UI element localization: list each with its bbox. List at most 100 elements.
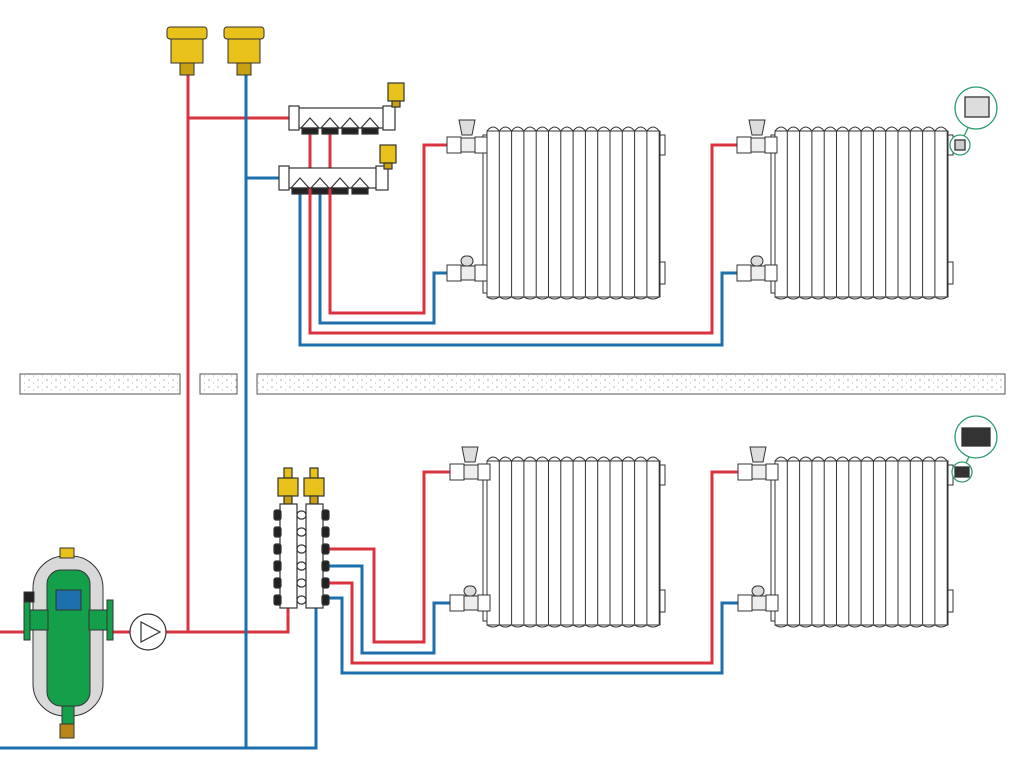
radiator-section [823, 126, 837, 300]
radiator-section [774, 126, 788, 300]
radiator-section [934, 126, 948, 300]
radiator-section [934, 456, 948, 628]
radiator-section [836, 126, 850, 300]
air-vent-base [391, 100, 401, 108]
valve-body [751, 595, 767, 611]
radiator-section [585, 456, 599, 628]
radiator-section [799, 456, 813, 628]
thermostatic-valve-icon [446, 119, 488, 154]
manifold-link [296, 544, 307, 554]
valve-union [477, 463, 491, 481]
manifold-link [296, 527, 307, 537]
radiator-section [873, 126, 887, 300]
radiator-section [774, 456, 788, 628]
valve-body [750, 137, 766, 153]
valve-nut [736, 136, 752, 154]
radiator-section [909, 456, 924, 628]
radiator-section [560, 456, 574, 628]
radiator-plug [659, 464, 666, 486]
lockshield-valve-icon [737, 585, 779, 612]
air-vent-icon [379, 144, 397, 164]
radiator-section [486, 456, 500, 628]
valve-body [751, 464, 767, 480]
radiator-section [535, 126, 549, 300]
pump-icon [129, 613, 167, 651]
radiator-section [621, 456, 636, 628]
outlet-nut [273, 594, 282, 606]
outlet-nut [321, 560, 330, 572]
valve-body [460, 265, 476, 281]
floor-slab [19, 373, 1006, 395]
radiator-section [609, 126, 623, 300]
radiator-section [909, 126, 924, 300]
thermostatic-valve-icon [736, 119, 778, 154]
radiator-section [897, 456, 911, 628]
valve-head [748, 119, 766, 136]
radiator-section [548, 126, 562, 300]
radiator-section [621, 126, 636, 300]
manifold-end [278, 165, 290, 191]
valve-union [764, 136, 778, 154]
valve-body [463, 595, 479, 611]
radiator-section [786, 126, 801, 300]
valve-union [764, 264, 778, 282]
radiator-section [885, 126, 899, 300]
outlet-nut [321, 526, 330, 538]
vertical-manifold-icon [273, 467, 330, 609]
radiator-section [498, 456, 513, 628]
outlet-nut [291, 187, 309, 195]
outlet-nut [273, 543, 282, 555]
manifold-link [296, 561, 307, 571]
lockshield-valve-icon [736, 255, 778, 282]
air-vent-base [383, 162, 393, 170]
valve-union [765, 463, 779, 481]
valve-nut [446, 136, 462, 154]
hydraulic-separator-icon [23, 547, 114, 739]
radiator-icon [482, 456, 666, 628]
radiator-section [885, 456, 899, 628]
radiator-section [535, 456, 549, 628]
outlet-nut [273, 526, 282, 538]
return-pipes [0, 75, 738, 750]
valve-cap [751, 585, 765, 597]
radiator-section [511, 456, 525, 628]
valve-union [477, 594, 491, 612]
outlet-nut [361, 127, 379, 135]
valve-nut [736, 264, 752, 282]
valve-body [460, 137, 476, 153]
manifold-link [296, 595, 307, 605]
outlet-nut [351, 187, 369, 195]
radiator-plug [947, 261, 954, 285]
outlet-nut [321, 577, 330, 589]
outlet-nut [321, 594, 330, 606]
radiator-section [560, 126, 574, 300]
radiator-section [786, 456, 801, 628]
manifold-end [382, 105, 396, 131]
valve-nut [449, 594, 465, 612]
radiator-section [860, 126, 874, 300]
radiator-side [482, 134, 488, 294]
lockshield-valve-icon [449, 585, 491, 612]
detail-magnifier-icon [949, 86, 998, 483]
valve-body [463, 464, 479, 480]
radiator-section [799, 126, 813, 300]
outlet-nut [321, 127, 339, 135]
valve-nut [446, 264, 462, 282]
outlet-nut [311, 187, 329, 195]
valve-cap [750, 255, 764, 267]
radiator-plug [947, 589, 954, 613]
radiator-section [646, 126, 660, 300]
valve-nut [737, 594, 753, 612]
manifold-end [288, 105, 300, 131]
valve-head [458, 119, 476, 136]
outlet-nut [321, 509, 330, 521]
radiator-section [860, 456, 874, 628]
radiator-icon [770, 126, 954, 300]
manifold-link [296, 510, 307, 520]
outlet-nut [301, 127, 319, 135]
radiator-section [572, 126, 586, 300]
manifold-end [375, 165, 389, 191]
radiator-section [585, 126, 599, 300]
valve-nut [737, 463, 753, 481]
